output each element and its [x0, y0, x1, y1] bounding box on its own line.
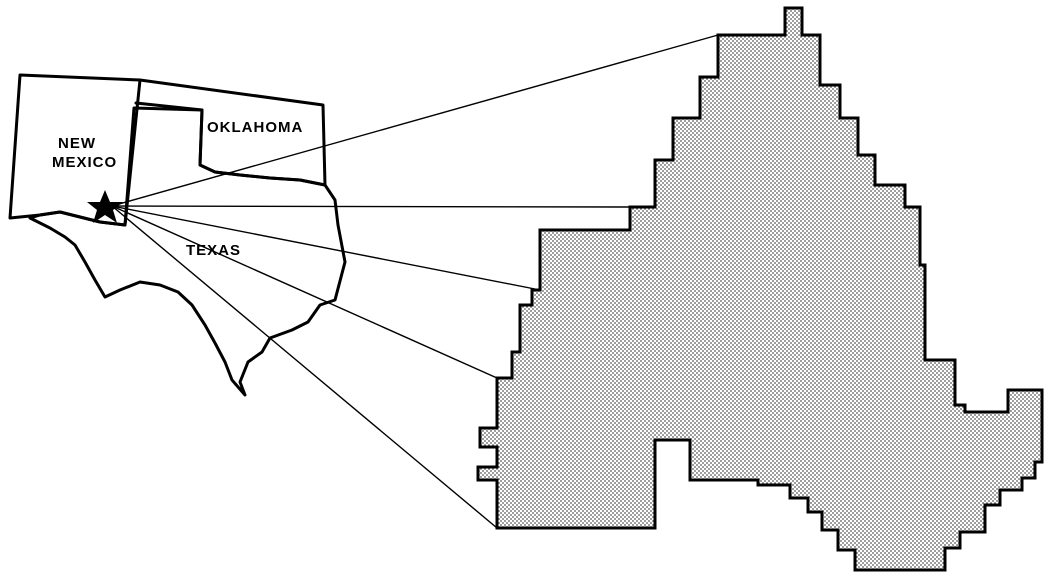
- state-thin-borders: [124, 107, 135, 226]
- oklahoma-label: OKLAHOMA: [207, 119, 303, 136]
- leader-lines: [111, 34, 719, 529]
- star-icon: [87, 190, 123, 223]
- new-mexico-label-line2: MEXICO: [52, 154, 117, 171]
- texas-label: TEXAS: [186, 242, 241, 259]
- enlarged-region: [476, 6, 1044, 572]
- texas-outline: [28, 106, 347, 397]
- new-mexico-label-line1: NEW: [58, 135, 96, 152]
